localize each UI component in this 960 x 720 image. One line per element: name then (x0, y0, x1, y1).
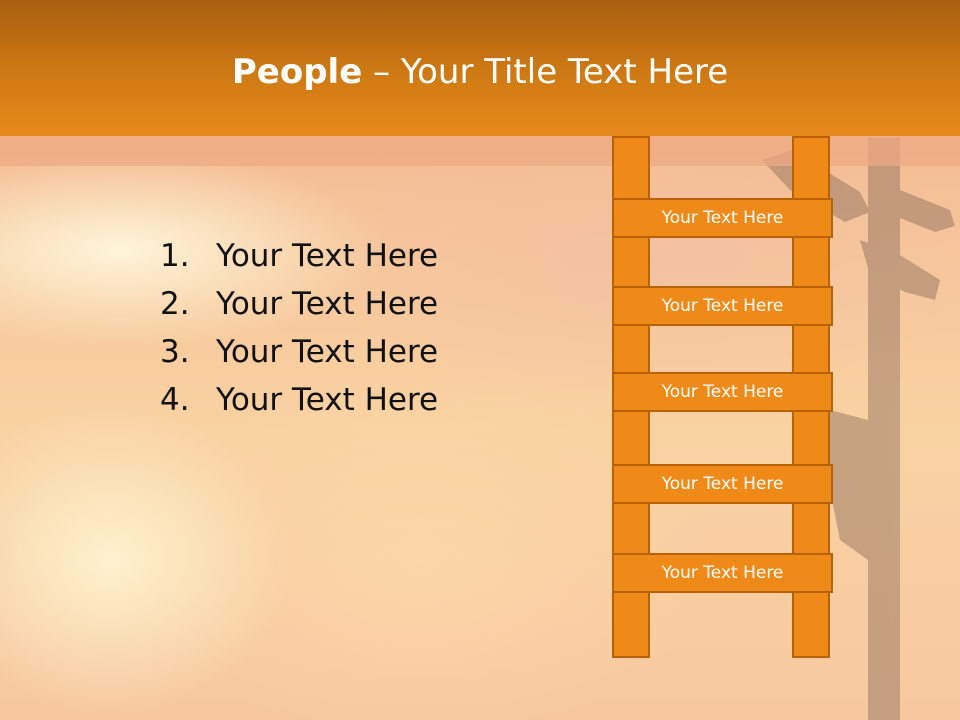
ladder-rung: Your Text Here (612, 198, 833, 238)
list-number: 4. (160, 382, 190, 418)
list-text: Your Text Here (216, 382, 439, 418)
ladder-rung: Your Text Here (612, 286, 833, 326)
list-item: 4. Your Text Here (160, 376, 438, 424)
ladder-rung: Your Text Here (612, 464, 833, 504)
list-number: 3. (160, 334, 190, 370)
list-number: 2. (160, 286, 190, 322)
list-item: 2. Your Text Here (160, 280, 438, 328)
list-item: 3. Your Text Here (160, 328, 438, 376)
list-text: Your Text Here (216, 286, 439, 322)
ladder-rung: Your Text Here (612, 553, 833, 593)
list-text: Your Text Here (216, 334, 439, 370)
title-bar: People – Your Title Text Here (0, 0, 960, 136)
list-item: 1. Your Text Here (160, 232, 438, 280)
title-rest: – Your Title Text Here (362, 52, 729, 92)
list-number: 1. (160, 238, 190, 274)
slide-title: People – Your Title Text Here (232, 52, 728, 92)
list-text: Your Text Here (216, 238, 439, 274)
numbered-list: 1. Your Text Here 2. Your Text Here 3. Your… (160, 232, 438, 424)
title-bold: People (231, 52, 363, 92)
ladder-rung: Your Text Here (612, 372, 833, 412)
